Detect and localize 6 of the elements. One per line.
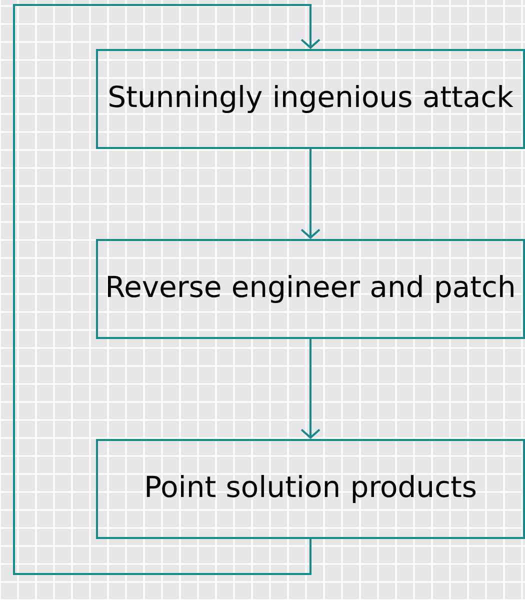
process-box: Reverse engineer and patch bbox=[96, 239, 525, 339]
arrow bbox=[300, 339, 320, 439]
arrow bbox=[300, 149, 320, 239]
process-box: Point solution products bbox=[96, 439, 525, 539]
arrow bbox=[13, 4, 320, 575]
process-box: Stunningly ingenious attack bbox=[96, 49, 525, 149]
